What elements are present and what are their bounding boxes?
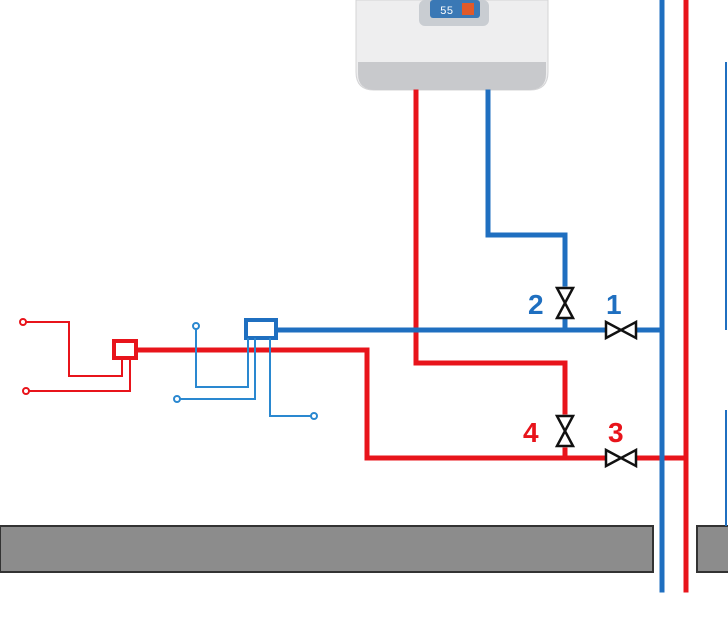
hot-branch-line-b <box>26 358 131 392</box>
floor-slab-right <box>696 525 728 573</box>
water-heater: 55 <box>355 0 549 91</box>
valve-4[interactable] <box>554 414 576 448</box>
cold-outlet-a <box>192 322 200 330</box>
hot-manifold <box>19 318 138 395</box>
heater-display-text: 55 <box>440 6 453 18</box>
valve-3-icon <box>604 447 638 469</box>
hot-manifold-box <box>112 339 138 360</box>
heater-hot-outlet-pipe <box>413 89 568 415</box>
cold-outlet-b <box>173 395 181 403</box>
cold-branch-line-a <box>195 327 249 388</box>
valve-3-label: 3 <box>608 417 624 448</box>
valve-1-label: 1 <box>606 289 622 320</box>
hot-outlet-b <box>22 387 30 395</box>
valve-3[interactable] <box>604 447 638 469</box>
valve-4-icon <box>554 414 576 448</box>
heater-bottom-cap <box>358 62 546 90</box>
valve-1[interactable] <box>604 319 638 341</box>
hot-branch-line-a <box>24 321 123 377</box>
cold-water-system <box>275 0 665 593</box>
valve-1-icon <box>604 319 638 341</box>
cold-branch-line-c <box>269 338 312 417</box>
cold-branch-line-b <box>180 338 256 400</box>
valve-2[interactable] <box>554 286 576 320</box>
hot-distribution-pipe <box>136 347 609 461</box>
hot-outlet-a <box>19 318 27 326</box>
heater-cold-inlet-pipe <box>485 89 568 287</box>
heater-indicator <box>462 3 474 15</box>
valve-4-label: 4 <box>523 417 539 448</box>
cold-outlet-c <box>310 412 318 420</box>
cold-manifold <box>173 318 318 420</box>
valve-2-icon <box>554 286 576 320</box>
valve-2-label: 2 <box>528 289 544 320</box>
floor-slab-left <box>0 525 654 573</box>
cold-manifold-box <box>244 318 278 340</box>
